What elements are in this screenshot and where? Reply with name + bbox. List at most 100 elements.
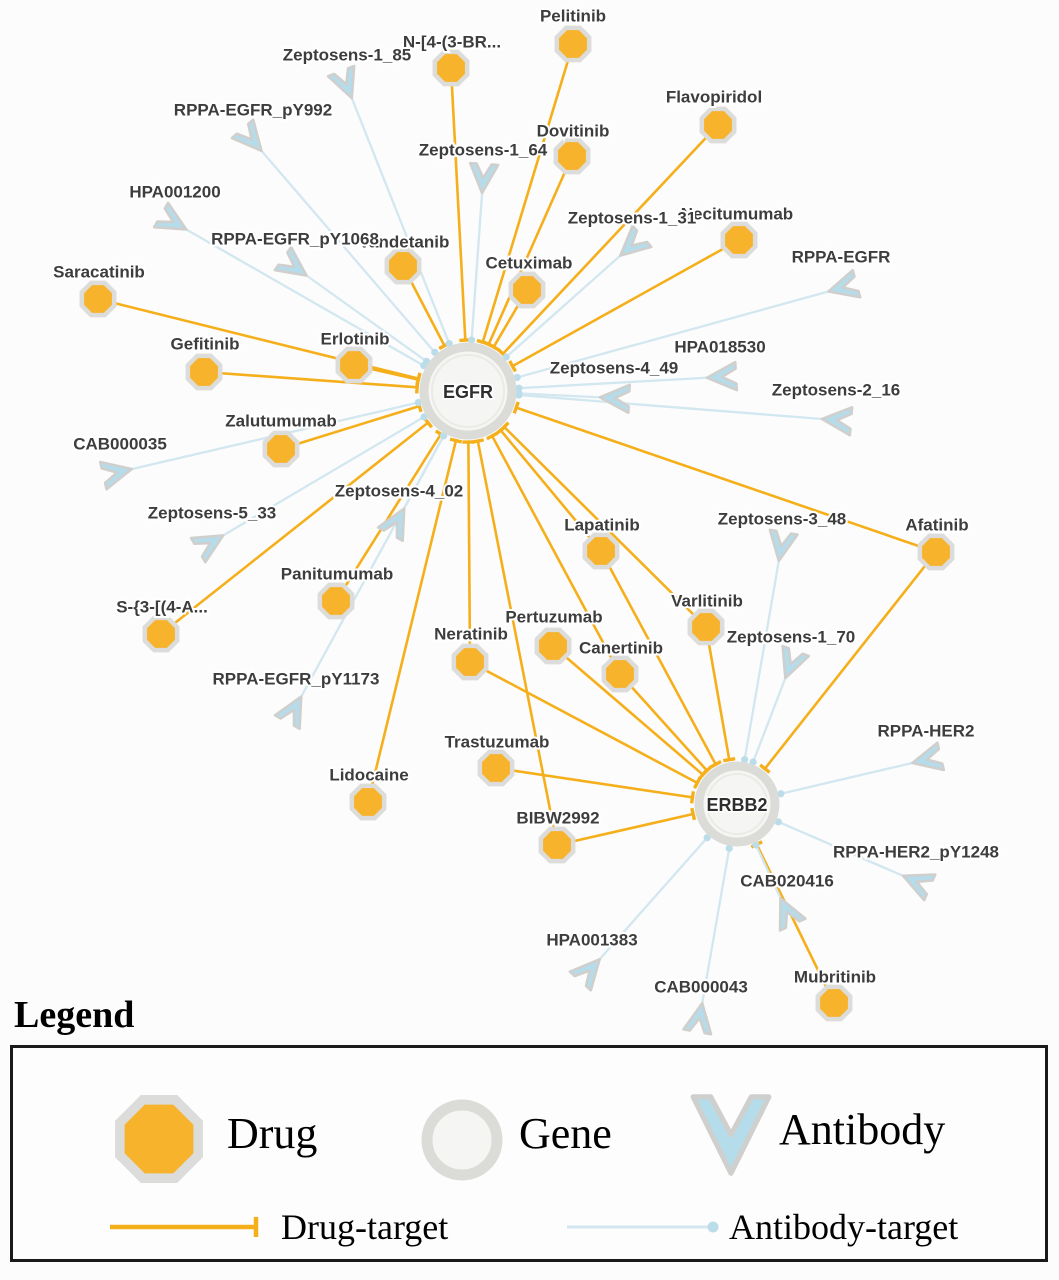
- node-antibody-rppa_egfr_py992[interactable]: [230, 118, 272, 160]
- node-label: HPA001383: [546, 931, 637, 950]
- edge-drug-target: [759, 551, 938, 774]
- node-antibody-zeptosens_5_33[interactable]: [189, 523, 230, 564]
- edge-drug-target: [552, 645, 709, 781]
- edge-antibody-target: [698, 844, 733, 1017]
- node-antibody-hpa018530[interactable]: [705, 360, 739, 392]
- edge-antibody-target: [515, 389, 614, 400]
- node-drug-neratinib[interactable]: [451, 643, 489, 681]
- node-antibody-zeptosens_4_49[interactable]: [598, 383, 631, 415]
- node-drug-canertinib[interactable]: [601, 655, 639, 693]
- node-label: Zeptosens-2_16: [772, 381, 901, 400]
- node-label: Erlotinib: [321, 330, 390, 349]
- node-label: Canertinib: [579, 639, 663, 658]
- node-drug-afatinib[interactable]: [917, 533, 955, 571]
- edge-antibody-target: [468, 179, 485, 344]
- edge-antibody-target: [293, 432, 448, 709]
- node-drug-lidocaine[interactable]: [349, 783, 387, 821]
- antibody-icon: [690, 1094, 772, 1176]
- edge-drug-target: [462, 440, 475, 663]
- node-drug-erlotinib[interactable]: [335, 346, 373, 384]
- node-label: Zeptosens-4_49: [550, 359, 679, 378]
- node-antibody-rppa_her2_py1248[interactable]: [898, 863, 937, 902]
- edge-drug-target: [280, 399, 423, 451]
- legend-label-antibody-target: Antibody-target: [729, 1207, 959, 1247]
- node-drug-pertuzumab[interactable]: [534, 627, 572, 665]
- node-antibody-rppa_egfr_py1173[interactable]: [273, 690, 313, 731]
- edge-drug-target: [556, 807, 697, 847]
- node-label: Zeptosens-1_70: [727, 628, 856, 647]
- edge-drug-target: [366, 437, 463, 803]
- legend-label-gene: Gene: [519, 1109, 612, 1158]
- node-drug-n4_3br[interactable]: [432, 49, 470, 87]
- node-drug-flavopiridol[interactable]: [699, 106, 737, 144]
- node-drug-mubritinib[interactable]: [815, 984, 853, 1022]
- edge-drug-target: [494, 425, 602, 552]
- node-drug-bibw2992[interactable]: [538, 826, 576, 864]
- node-antibody-cab020416[interactable]: [768, 892, 807, 932]
- node-label: CAB000035: [73, 435, 167, 454]
- node-antibody-hpa001383[interactable]: [568, 950, 610, 992]
- node-drug-s3_4a[interactable]: [142, 615, 180, 653]
- node-drug-zalutumumab[interactable]: [262, 430, 300, 468]
- node-drug-varlitinib[interactable]: [687, 608, 725, 646]
- edge-drug-target: [704, 626, 736, 763]
- node-label: Pelitinib: [540, 7, 606, 26]
- edge-antibody-target: [174, 222, 428, 370]
- node-drug-gefitinib[interactable]: [185, 353, 223, 391]
- node-label: HPA001200: [129, 183, 220, 202]
- node-drug-vandetanib[interactable]: [384, 247, 422, 285]
- node-label: HPA018530: [674, 338, 765, 357]
- node-label: EGFR: [443, 382, 493, 402]
- node-drug-panitumumab[interactable]: [317, 582, 355, 620]
- edge-drug-target: [599, 550, 722, 769]
- edge-antibody-target: [513, 286, 842, 382]
- node-antibody-rppa_egfr_py1068[interactable]: [273, 246, 315, 287]
- edge-drug-target: [508, 238, 740, 373]
- node-drug-necitumumab[interactable]: [720, 221, 758, 259]
- node-antibody-zeptosens_2_16[interactable]: [820, 405, 854, 437]
- node-antibody-zeptosens_4_02[interactable]: [376, 502, 416, 543]
- node-gene-erbb2[interactable]: [694, 761, 780, 847]
- edge-drug-target: [619, 673, 713, 776]
- node-drug-trastuzumab[interactable]: [477, 749, 515, 787]
- edge-antibody-target: [515, 391, 836, 422]
- node-label: Panitumumab: [281, 565, 393, 584]
- edge-antibody-target: [515, 375, 721, 392]
- node-gene-egfr[interactable]: [419, 342, 517, 440]
- node-drug-dovitinib[interactable]: [553, 137, 591, 175]
- legend-box: Drug Gene Antibody Drug-target Antibody-…: [10, 1045, 1048, 1262]
- node-drug-lapatinib[interactable]: [582, 532, 620, 570]
- edge-drug-target: [482, 155, 574, 349]
- node-antibody-cab000043[interactable]: [682, 1001, 716, 1036]
- legend-label-antibody: Antibody: [779, 1105, 946, 1154]
- edge-drug-target: [203, 370, 420, 394]
- node-drug-cetuximab[interactable]: [508, 271, 546, 309]
- edge-antibody-target: [777, 758, 926, 798]
- node-antibody-cab000035[interactable]: [98, 455, 135, 491]
- node-antibody-rppa_her2[interactable]: [909, 741, 946, 777]
- node-antibody-zeptosens_3_48[interactable]: [765, 528, 799, 563]
- node-label: CAB000043: [654, 978, 748, 997]
- node-label: Zeptosens-1_31: [568, 209, 697, 228]
- node-antibody-zeptosens_1_85[interactable]: [326, 64, 365, 103]
- node-label: RPPA-EGFR_pY1173: [213, 670, 380, 689]
- edge-antibody-target: [345, 85, 453, 348]
- node-antibody-zeptosens_1_64[interactable]: [468, 161, 500, 195]
- node-label: Cetuximab: [486, 254, 573, 273]
- edge-drug-target: [334, 429, 447, 602]
- node-label: RPPA-HER2: [878, 722, 975, 741]
- node-drug-pelitinib[interactable]: [554, 25, 592, 63]
- node-drug-saracatinib[interactable]: [79, 280, 117, 318]
- edge-drug-target: [449, 67, 472, 343]
- edge-drug-target: [497, 124, 719, 360]
- node-antibody-hpa001200[interactable]: [152, 201, 193, 242]
- node-antibody-rppa_egfr[interactable]: [825, 268, 862, 305]
- node-label: Zeptosens-1_85: [283, 46, 412, 65]
- node-label: RPPA-EGFR_pY992: [174, 101, 332, 120]
- node-label: ERBB2: [706, 795, 767, 815]
- edge-antibody-target: [749, 665, 792, 766]
- node-antibody-zeptosens_1_31[interactable]: [611, 224, 653, 266]
- edge-drug-target: [512, 401, 937, 554]
- node-antibody-zeptosens_1_70[interactable]: [772, 644, 811, 683]
